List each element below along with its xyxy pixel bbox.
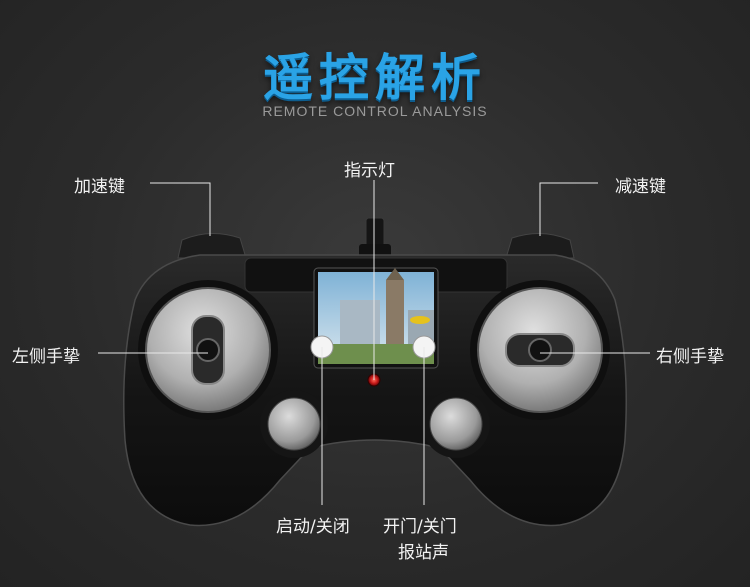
indicator-label: 指示灯 bbox=[344, 161, 395, 181]
scene-display-panel bbox=[313, 267, 439, 369]
page-title: 遥控解析 bbox=[263, 49, 487, 107]
page-subtitle: REMOTE CONTROL ANALYSIS bbox=[262, 103, 488, 119]
callout-lines bbox=[98, 180, 650, 505]
right-joystick[interactable] bbox=[470, 280, 610, 420]
left-stick-label: 左侧手挚 bbox=[12, 347, 80, 367]
start-stop-label: 启动/关闭 bbox=[276, 517, 350, 537]
accelerate-label: 加速键 bbox=[74, 177, 125, 197]
right-stick-label: 右侧手挚 bbox=[656, 347, 724, 367]
door-label-line2: 报站声 bbox=[398, 543, 449, 563]
door-label-line1: 开门/关门 bbox=[383, 517, 457, 537]
decelerate-label: 减速键 bbox=[615, 177, 666, 197]
left-joystick[interactable] bbox=[138, 280, 278, 420]
decelerate-shoulder-button[interactable] bbox=[505, 233, 575, 259]
lower-right-button[interactable] bbox=[422, 390, 490, 458]
lower-left-button[interactable] bbox=[260, 390, 328, 458]
